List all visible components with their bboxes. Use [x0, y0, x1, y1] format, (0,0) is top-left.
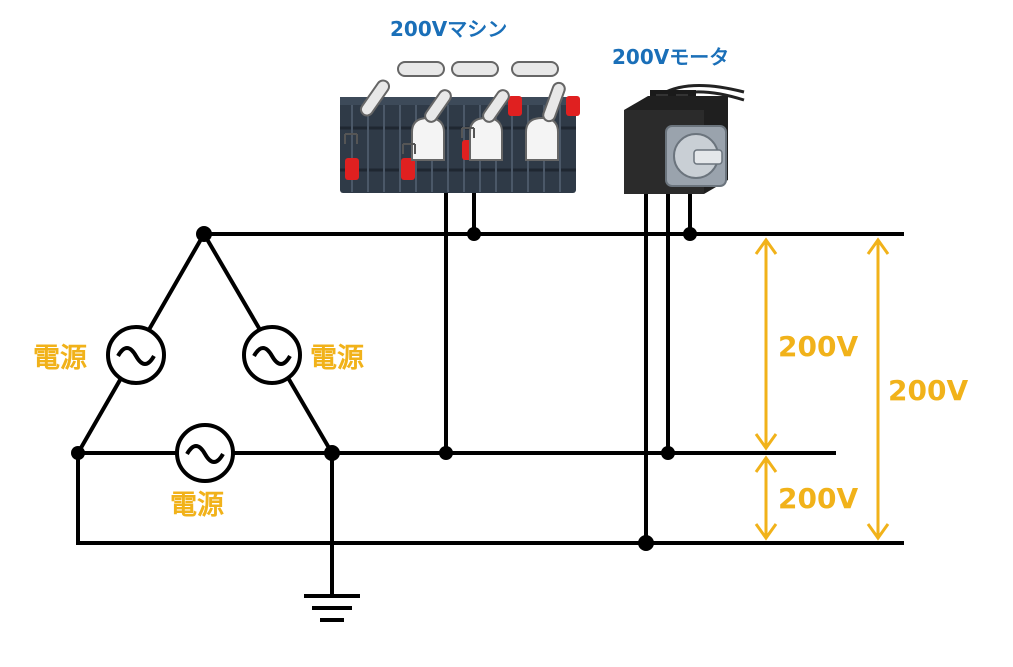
machine-wires [444, 188, 476, 455]
ground-icon [304, 451, 360, 622]
servo-motor-icon [624, 84, 745, 194]
ac-source-icon [242, 325, 302, 385]
ac-source-left [106, 325, 166, 385]
junction-dot [467, 227, 481, 241]
junction-dot [638, 535, 654, 551]
source-label-bottom: 電源 [170, 490, 224, 521]
junction-dot [71, 446, 85, 460]
voltage-arrow-top [754, 237, 778, 451]
junction-dot [683, 227, 697, 241]
voltage-arrow-bottom [754, 455, 778, 541]
ac-source-bottom [175, 423, 235, 483]
junction-dot [324, 445, 340, 461]
ac-source-icon [106, 325, 166, 385]
junction-dot [661, 446, 675, 460]
voltage-label-bottom: 200V [778, 482, 858, 515]
ac-source-icon [175, 423, 235, 483]
voltage-label-top: 200V [778, 330, 858, 363]
machine-label: 200Vマシン [390, 17, 507, 41]
junction-dots [71, 226, 697, 551]
ac-source-right [242, 325, 302, 385]
source-label-right: 電源 [310, 343, 364, 374]
voltage-label-total: 200V [888, 374, 968, 407]
source-label-left: 電源 [33, 343, 87, 374]
voltage-arrow-total [866, 237, 890, 541]
motor-label: 200Vモータ [612, 45, 729, 69]
industrial-robot-arms-icon [340, 61, 580, 193]
junction-dot [439, 446, 453, 460]
junction-dot [196, 226, 212, 242]
